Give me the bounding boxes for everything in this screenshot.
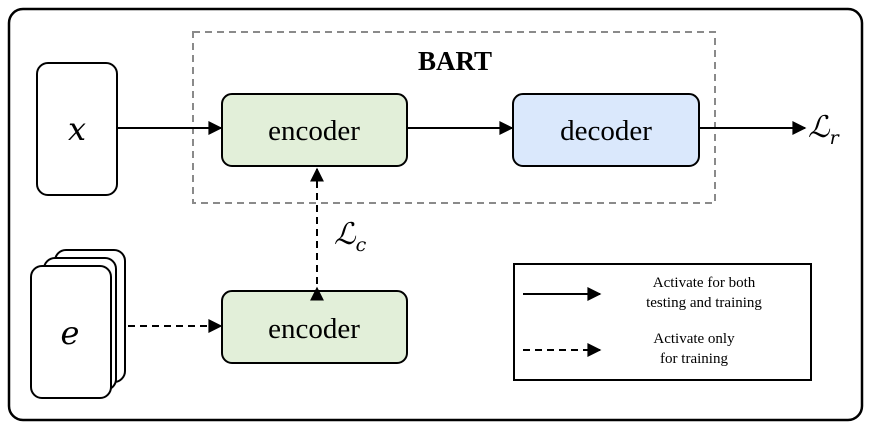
input-e-box (30, 265, 112, 399)
bart-group-border (192, 31, 716, 204)
input-x-label: x (68, 110, 86, 148)
encoder-top-label: encoder (268, 115, 360, 147)
encoder-bottom-label: encoder (268, 313, 360, 345)
contrastive-loss-label: ℒc (334, 217, 367, 256)
contrastive-loss-symbol: ℒ (334, 217, 357, 252)
reconstruction-loss-label: ℒr (808, 110, 841, 149)
input-e-label: e (61, 314, 80, 352)
reconstruction-loss-symbol: ℒ (808, 110, 831, 145)
decoder-label: decoder (560, 115, 652, 147)
legend-box (513, 263, 812, 381)
legend-dashed-text-line2: for training (660, 351, 728, 367)
legend-dashed-text-line1: Activate only (653, 331, 735, 347)
contrastive-loss-subscript: c (356, 234, 367, 256)
legend-solid-text-line1: Activate for both (653, 275, 756, 291)
reconstruction-loss-subscript: r (830, 127, 841, 149)
legend-solid-text-line2: testing and training (646, 295, 762, 311)
bart-group-title: BART (418, 46, 492, 76)
